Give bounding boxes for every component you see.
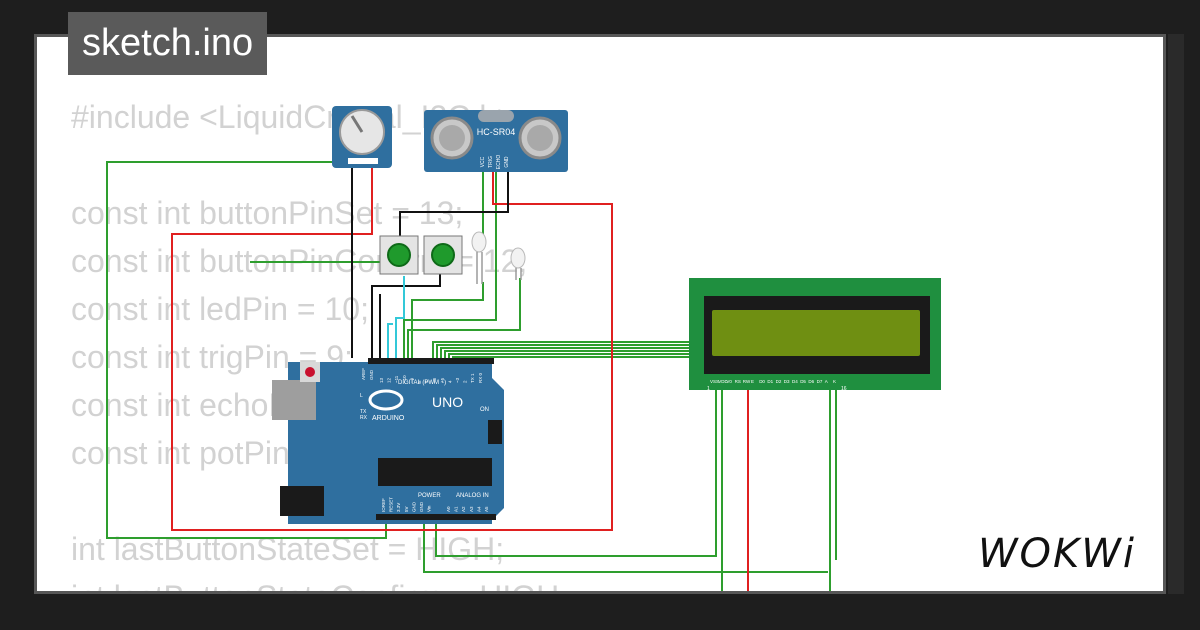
digital-pin-label: ~6	[432, 377, 437, 383]
lcd-pin-label: K	[833, 379, 836, 384]
power-pin-label: IOREF	[381, 498, 386, 512]
lcd-pin-label: D0	[759, 379, 765, 384]
ultrasonic-sensor[interactable]: HC-SR04 VCC TRIG ECHO GND	[424, 110, 568, 172]
arduino-uno-board[interactable]: DIGITAL (PWM ~) UNO ARDUINO ON TX RX L P…	[272, 358, 504, 524]
canvas-card: #include <LiquidCrystal_I2C.h> const int…	[34, 34, 1166, 594]
lcd-pin-label: VSS	[710, 379, 719, 384]
analog-pin-label: A3	[469, 506, 474, 512]
digital-pin-label: 2	[463, 380, 468, 383]
l-label: L	[360, 393, 363, 399]
code-line: const int trigPin = 9;	[71, 339, 353, 375]
lcd-pin-label: A	[825, 379, 828, 384]
digital-pin-label: 4	[447, 380, 452, 383]
arduino-model: UNO	[432, 394, 463, 410]
pushbutton-confirm[interactable]	[423, 235, 463, 275]
lcd-pin-label: E	[751, 379, 754, 384]
lcd-pin-label: VDD	[718, 379, 728, 384]
lcd-pin-label: RS	[735, 379, 741, 384]
lcd-pin-label: D2	[776, 379, 782, 384]
wokwi-logo: WOKWi	[976, 527, 1151, 584]
code-line: const int buttonPinSet = 13;	[71, 195, 464, 231]
lcd-pin-label: V0	[726, 379, 732, 384]
rx-label: RX	[360, 415, 368, 421]
gnd-label: GND	[369, 369, 374, 380]
ultrasonic-pin-label: VCC	[480, 156, 486, 167]
led-white-1[interactable]	[471, 231, 487, 284]
ultrasonic-pin-label: TRIG	[488, 156, 494, 168]
power-label: POWER	[418, 493, 441, 499]
pushbutton-set[interactable]	[379, 235, 419, 275]
analog-pin-label: A4	[476, 506, 481, 512]
analog-pin-label: A1	[454, 506, 459, 512]
right-edge-strip	[1168, 34, 1184, 594]
digital-pin-label: ~5	[440, 377, 445, 383]
digital-label: DIGITAL (PWM ~)	[398, 380, 446, 386]
code-line: const int ledPin = 10;	[71, 291, 369, 327]
ultrasonic-pin-label: GND	[504, 156, 510, 168]
led-white-2[interactable]	[510, 247, 526, 280]
lcd-pin-label: RW	[743, 379, 751, 384]
analog-pin-label: A0	[446, 506, 451, 512]
lcd-pin-label: D1	[767, 379, 773, 384]
power-pin-label: RESET	[389, 497, 394, 512]
analog-pin-label: A2	[461, 506, 466, 512]
lcd-pin-label: D7	[817, 379, 823, 384]
digital-pin-label: 12	[387, 377, 392, 383]
file-tab[interactable]: sketch.ino	[68, 12, 268, 75]
wokwi-logo-text: WOKWi	[978, 531, 1136, 577]
digital-pin-label: RX 0	[478, 372, 483, 383]
lcd-pin-label: D6	[808, 379, 814, 384]
lcd-pin-first: 1	[707, 386, 710, 392]
potentiometer[interactable]	[332, 106, 392, 168]
digital-pin-label: ~10	[402, 375, 407, 383]
ultrasonic-label: HC-SR04	[477, 127, 516, 137]
power-pin-label: Vin	[427, 505, 432, 512]
lcd-pin-last: 16	[841, 386, 847, 392]
red-wires	[171, 164, 749, 591]
cyan-wires	[387, 276, 405, 358]
power-pin-label: GND	[411, 501, 416, 512]
analog-pin-label: A5	[484, 506, 489, 512]
lcd-pin-label: D5	[800, 379, 806, 384]
digital-pin-label: TX 1	[470, 373, 475, 383]
on-label: ON	[480, 407, 489, 413]
arduino-brand: ARDUINO	[372, 415, 405, 422]
code-line: int lastButtonStateConfirm = HIGH;	[71, 573, 568, 591]
analog-label: ANALOG IN	[456, 493, 489, 499]
lcd-pin-label: D3	[784, 379, 790, 384]
power-pin-label: 3.3V	[396, 503, 401, 512]
digital-pin-label: 7	[425, 380, 430, 383]
ultrasonic-pin-label: ECHO	[496, 155, 502, 170]
power-pin-label: 5V	[404, 506, 409, 512]
tx-label: TX	[360, 409, 367, 415]
digital-pin-label: 8	[417, 380, 422, 383]
aref-label: AREF	[361, 368, 366, 380]
digital-pin-label: 13	[379, 377, 384, 383]
digital-pin-label: ~11	[394, 375, 399, 383]
lcd-pin-label: D4	[792, 379, 798, 384]
digital-pin-label: ~9	[409, 377, 414, 383]
digital-pin-label: ~3	[455, 377, 460, 383]
power-pin-label: GND	[419, 501, 424, 512]
